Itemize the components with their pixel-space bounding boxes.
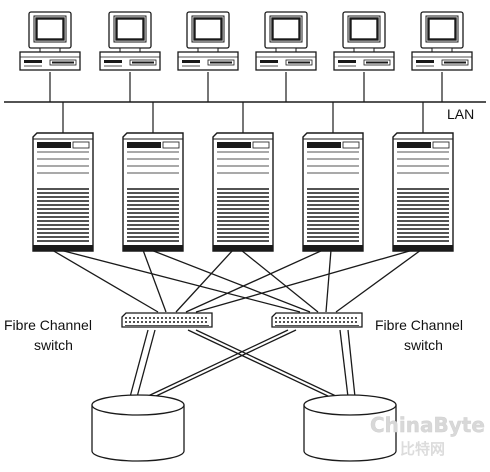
workstation-icon [98,10,162,72]
workstation-icon [18,10,82,72]
workstation-icon [176,10,240,72]
watermark-subtext: 比特网 [400,440,445,458]
server-icon [392,132,454,252]
watermark-text: ChinaByte [370,413,485,437]
workstation-icon [332,10,396,72]
workstation-icon [410,10,474,72]
server-icon [32,132,94,252]
workstations [18,10,474,72]
fc-switch-left-label-line2: switch [34,337,73,353]
server-icon [302,132,364,252]
fc-switch-right-label-line2: switch [404,337,443,353]
lan-label: LAN [447,106,474,122]
servers [32,132,454,252]
workstation-icon [254,10,318,72]
fibre-links [51,249,422,398]
server-icon [122,132,184,252]
storage-array-left-icon [91,394,185,462]
fc-switch-left-icon [121,312,213,328]
fc-switch-right-label-line1: Fibre Channel [375,317,463,333]
fc-switch-right-icon [271,312,363,328]
fc-switch-left-label-line1: Fibre Channel [4,317,92,333]
lan-drops [49,72,443,133]
lan-network [4,72,486,133]
server-icon [212,132,274,252]
